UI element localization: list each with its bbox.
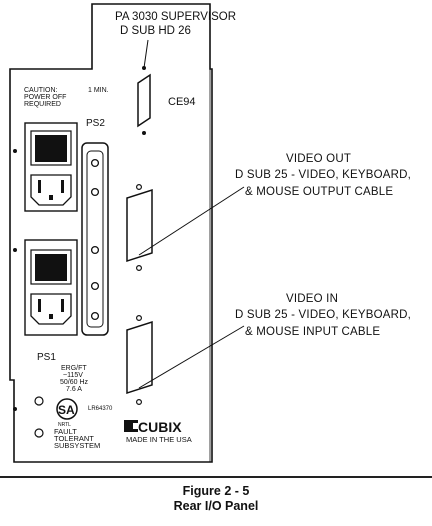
csa-mark-text: SA [58, 403, 75, 417]
ps2-ac-inlet [30, 174, 72, 206]
video-in-line-3: & MOUSE INPUT CABLE [245, 326, 380, 338]
made-in-usa: MADE IN THE USA [126, 435, 192, 444]
caution-power-off: POWER OFF [24, 94, 66, 101]
video-in-leader-line [138, 325, 245, 389]
ps1-label: PS1 [37, 352, 56, 363]
video-in-connector [126, 315, 153, 406]
brand-name: CUBIX [138, 419, 182, 435]
csa-nrtl: NRTL [58, 422, 71, 428]
caption-divider [0, 476, 432, 478]
video-out-line-2: D SUB 25 - VIDEO, KEYBOARD, [235, 169, 411, 181]
figure-number: Figure 2 - 5 [182, 484, 250, 498]
power-supply-1 [24, 239, 78, 336]
panel-screw [13, 149, 17, 153]
certification-number: LR64370 [88, 406, 113, 412]
fault-label: FAULT [54, 427, 77, 436]
ps1-ac-inlet [30, 293, 72, 325]
rating-line-2: ~115V [63, 372, 83, 379]
tolerant-label: TOLERANT [54, 434, 94, 443]
ps1-power-switch [35, 254, 67, 281]
figure-caption: Figure 2 - 5 Rear I/O Panel [0, 484, 432, 514]
subsystem-label: SUBSYSTEM [54, 441, 100, 450]
panel-led [34, 428, 44, 438]
ps2-power-switch [35, 135, 67, 162]
supervisor-leader-line [143, 39, 149, 69]
video-out-connector [126, 184, 153, 272]
video-out-leader-line [138, 186, 245, 256]
supervisor-callout-title: PA 3030 SUPERVISOR [115, 11, 236, 23]
video-in-title: VIDEO IN [286, 293, 338, 305]
video-out-title: VIDEO OUT [286, 153, 351, 165]
caution-label: CAUTION: [24, 87, 58, 94]
video-out-line-3: & MOUSE OUTPUT CABLE [245, 186, 393, 198]
ce-mark: CE94 [168, 96, 196, 108]
caution-required: REQUIRED [24, 101, 61, 108]
panel-screw [13, 407, 17, 411]
cubix-logo-icon [124, 420, 138, 432]
ps2-label: PS2 [86, 118, 105, 129]
csa-mark-icon: SA [34, 396, 78, 420]
rating-line-4: 7.6 A [66, 386, 82, 393]
rating-line-3: 50/60 Hz [60, 379, 89, 386]
video-in-line-2: D SUB 25 - VIDEO, KEYBOARD, [235, 309, 411, 321]
supervisor-callout-subtitle: D SUB HD 26 [120, 25, 191, 37]
figure-title: Rear I/O Panel [173, 499, 259, 513]
hd26-connector [137, 66, 151, 135]
expansion-slot-bracket [81, 142, 109, 336]
caution-time: 1 MIN. [88, 87, 109, 94]
panel-outline [9, 3, 213, 463]
panel-screw [13, 248, 17, 252]
rating-line-1: ERG/FT [61, 365, 87, 372]
power-supply-2 [24, 122, 78, 212]
